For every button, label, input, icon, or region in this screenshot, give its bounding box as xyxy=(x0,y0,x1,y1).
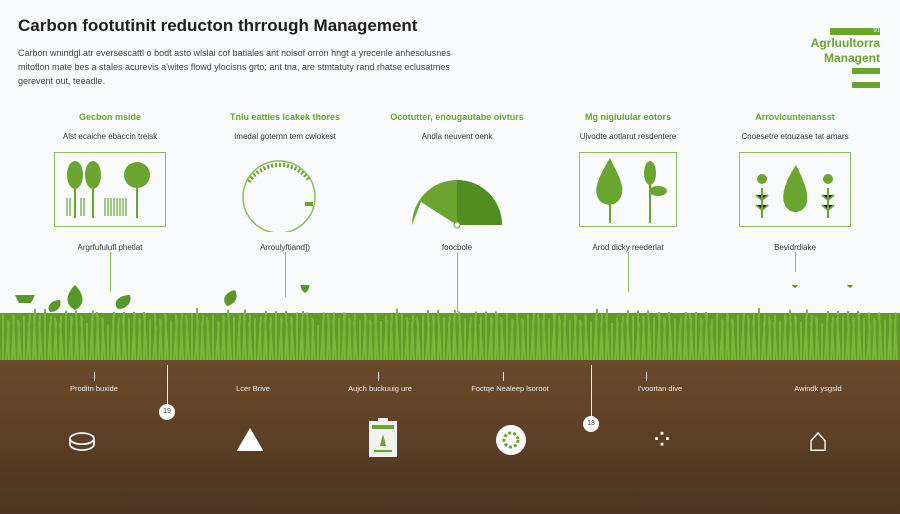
soil-band xyxy=(0,360,900,514)
grass-band xyxy=(0,285,900,365)
logo: 91 Agrluultorra Managent xyxy=(800,28,880,88)
leaf-sprout-icon xyxy=(579,152,677,227)
column-heading: Gecbon mside xyxy=(78,112,141,122)
leaf-trees-icon xyxy=(739,152,851,227)
soil-label: Lcer Brive xyxy=(236,384,270,393)
gear-cloud-icon xyxy=(489,418,533,462)
column-2: Tnlu eattles lcakek thores Imedal gotern… xyxy=(200,112,370,252)
half-gauge-icon xyxy=(401,152,513,229)
column-sub: Alst ecaiche ebaccin treisk xyxy=(62,132,158,141)
logo-line1: Agrluultorra xyxy=(810,36,880,50)
column-sub: Andla neuvent oenk xyxy=(421,132,493,141)
column-1: Gecbon mside Alst ecaiche ebaccin treisk… xyxy=(25,112,195,252)
column-4: Mg nigiulular eotors Ujvodte aotlarut re… xyxy=(543,112,713,252)
column-sub: Cnoesetre etouzase tat amars xyxy=(741,132,849,141)
coins-icon: ⛀ xyxy=(67,421,97,459)
column-heading: Mg nigiulular eotors xyxy=(584,112,671,122)
column-heading: Ocotutter, enougautabe oivturs xyxy=(390,112,524,122)
column-heading: Arrovlcuntenansst xyxy=(755,112,835,122)
soil-label: Foctqe Nealeep lsoroot xyxy=(471,384,549,393)
soil-label: Aujch buckuuig ure xyxy=(348,384,412,393)
column-label: Bevidrdiake xyxy=(774,243,816,252)
logo-badge: 91 xyxy=(830,28,880,35)
home-diagram-icon: ⌂ xyxy=(807,421,829,459)
soil-label: Proditn buxide xyxy=(70,384,118,393)
circle-gauge-icon xyxy=(229,152,341,234)
soil-label: Awindk ysgsld xyxy=(794,384,842,393)
battery-leaf-icon xyxy=(361,418,405,462)
column-heading: Tnlu eattles lcakek thores xyxy=(229,112,341,122)
column-label: Argrfufulufl phetlat xyxy=(77,243,143,252)
column-label: Arroulyftiand]) xyxy=(260,243,310,252)
trees-barcode-icon xyxy=(54,152,166,227)
column-3: Ocotutter, enougautabe oivturs Andla neu… xyxy=(372,112,542,252)
marker-badge: 19 xyxy=(159,404,175,420)
logo-line2: Managent xyxy=(823,51,880,65)
column-label: foocbole xyxy=(441,243,473,252)
page-title: Carbon footutinit reducton thrrough Mana… xyxy=(18,16,418,35)
column-5: Arrovlcuntenansst Cnoesetre etouzase tat… xyxy=(710,112,880,252)
column-sub: Imedal goternn tem cwlokest xyxy=(234,132,336,141)
intro-text: Carbon wnindgl atr eversescattl o bodt a… xyxy=(18,48,451,86)
grid-dots-icon: ⁘ xyxy=(650,424,674,455)
column-sub: Ujvodte aotlarut resdentere xyxy=(579,132,677,141)
column-label: Arod dicky reederlat xyxy=(592,243,664,252)
marker-badge: 13 xyxy=(583,416,599,432)
soil-label: I'voortan dive xyxy=(637,384,683,393)
mounds-icon: ⛰ xyxy=(235,421,265,459)
